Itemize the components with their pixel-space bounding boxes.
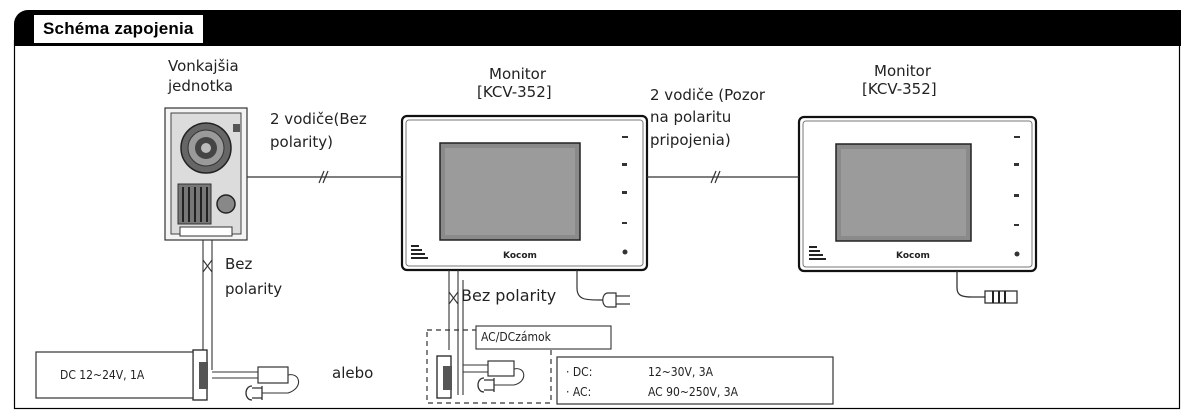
wire-left-label-line1: 2 vodiče(Bez: [270, 110, 367, 128]
diagram-title: Schéma zapojenia: [34, 15, 203, 43]
or-label: alebo: [332, 364, 374, 382]
monitor-down-label: Bez polarity: [461, 286, 557, 305]
monitor1-drawing: [400, 114, 649, 272]
power-spec-box: [556, 356, 834, 405]
wire-door-to-monitor1: [247, 170, 402, 184]
door-unit-label-line1: Vonkajšia: [168, 57, 239, 75]
door-unit-drawing: [164, 107, 248, 241]
monitor1-label-line1: Monitor: [489, 65, 547, 83]
wire-monitor1-down: [448, 270, 488, 395]
door-unit-label-line2: jednotka: [168, 77, 234, 95]
lock-label: AC/DCzámok: [481, 330, 551, 344]
dc-value: 12~30V, 3A: [648, 365, 714, 379]
monitor1-brand: Kocom: [503, 251, 537, 261]
monitor1-label-line2: [KCV-352]: [477, 83, 552, 101]
wire-monitor1-to-monitor2: [647, 170, 799, 184]
door-down-label-line2: polarity: [225, 280, 283, 298]
wire-right-label-line2: na polaritu: [650, 108, 732, 126]
monitor2-label-line1: Monitor: [874, 62, 932, 80]
left-power-supply: [35, 349, 300, 401]
ac-value: AC 90~250V, 3A: [648, 385, 739, 399]
dc-label: · DC:: [566, 365, 593, 379]
lock-box: [426, 325, 612, 404]
monitor2-drawing: [797, 115, 1038, 273]
door-down-label-line1: Bez: [225, 255, 253, 273]
ac-label: · AC:: [566, 385, 592, 399]
monitor2-brand: Kocom: [896, 251, 930, 261]
monitor2-cord: [956, 271, 1018, 304]
monitor1-power-cord: [576, 270, 630, 308]
wire-right-label-line1: 2 vodiče (Pozor: [650, 86, 766, 104]
monitor2-label-line2: [KCV-352]: [862, 80, 937, 98]
header-bar: [14, 10, 1181, 46]
left-power-spec: DC 12~24V, 1A: [60, 368, 145, 382]
wire-right-label-line3: pripojenia): [650, 131, 731, 149]
wire-left-label-line2: polarity): [270, 133, 334, 151]
wire-door-down: [202, 240, 262, 379]
